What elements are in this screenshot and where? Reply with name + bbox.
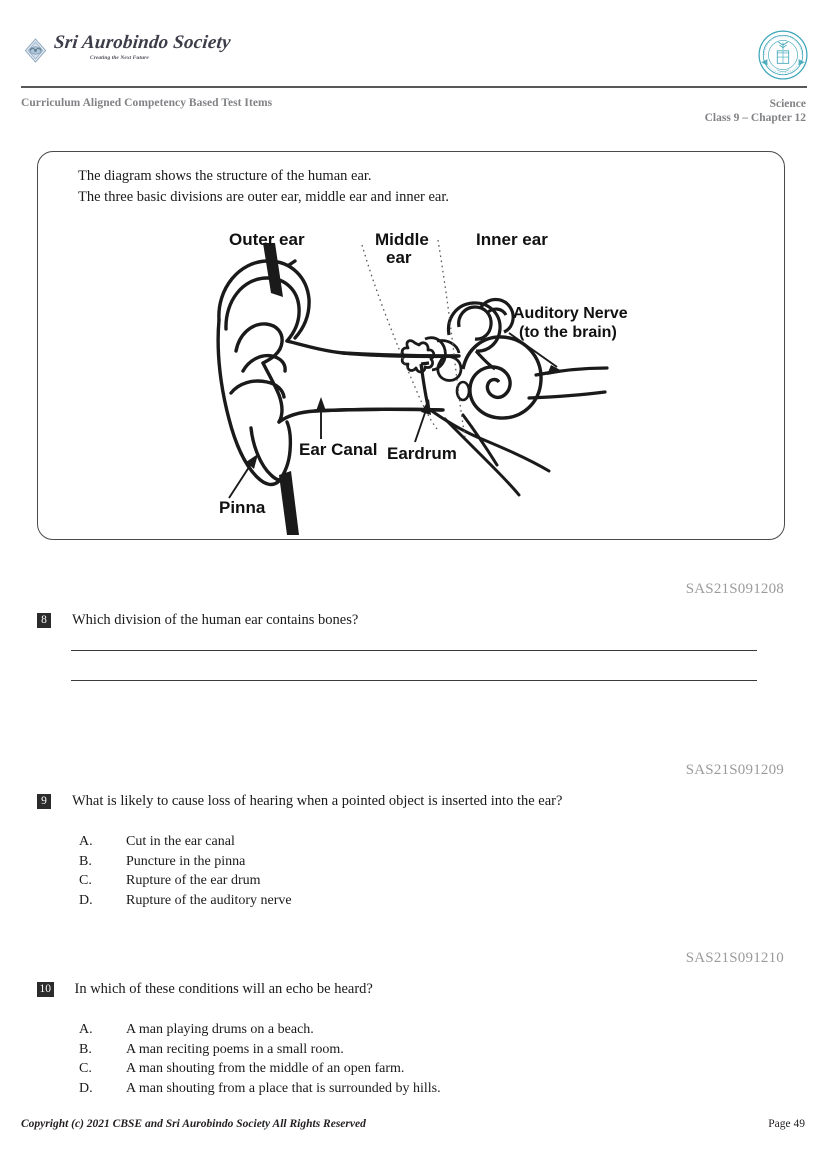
footer-page-number: Page 49	[768, 1118, 805, 1130]
option-letter: D.	[79, 1080, 93, 1096]
option-letter: C.	[79, 1061, 92, 1077]
stimulus-box: The diagram shows the structure of the h…	[37, 151, 785, 540]
stimulus-line-2: The three basic divisions are outer ear,…	[78, 189, 450, 205]
header-subject: Science	[769, 98, 806, 110]
lotus-diamond-emblem-icon	[24, 38, 47, 63]
figure-label-inner-ear: Inner ear	[476, 230, 548, 249]
page-header: Sri Aurobindo Society Creating the Next …	[0, 0, 827, 140]
options-list-10: A. A man playing drums on a beach. B. A …	[79, 1020, 441, 1098]
figure-label-eardrum: Eardrum	[387, 444, 457, 463]
answer-lines-8[interactable]	[71, 650, 757, 710]
question-row-8: 8 Which division of the human ear contai…	[37, 611, 358, 630]
option-letter: C.	[79, 873, 92, 889]
question-text-10: In which of these conditions will an ech…	[74, 981, 373, 997]
page-footer: Copyright (c) 2021 CBSE and Sri Aurobind…	[0, 1118, 827, 1142]
option-row[interactable]: B. Puncture in the pinna	[79, 852, 292, 872]
answer-line[interactable]	[71, 680, 757, 682]
cbse-circular-seal-icon	[758, 30, 808, 80]
header-program-label: Curriculum Aligned Competency Based Test…	[21, 97, 273, 109]
option-row[interactable]: D. A man shouting from a place that is s…	[79, 1079, 441, 1099]
question-code-9: SAS21S091209	[685, 762, 784, 778]
header-subject-block: Science Class 9 – Chapter 12	[705, 97, 806, 125]
option-text: Rupture of the ear drum	[126, 873, 261, 889]
figure-label-auditory-nerve-1: Auditory Nerve	[513, 305, 628, 322]
footer-copyright: Copyright (c) 2021 CBSE and Sri Aurobind…	[21, 1118, 366, 1130]
question-row-9: 9 What is likely to cause loss of hearin…	[37, 792, 562, 811]
figure-label-outer-ear: Outer ear	[229, 230, 305, 249]
option-row[interactable]: A. A man playing drums on a beach.	[79, 1020, 441, 1040]
header-class-chapter: Class 9 – Chapter 12	[704, 112, 806, 124]
option-row[interactable]: C. Rupture of the ear drum	[79, 871, 292, 891]
header-divider-rule	[21, 86, 807, 88]
question-text-8: Which division of the human ear contains…	[72, 612, 359, 628]
figure-label-pinna: Pinna	[219, 498, 266, 517]
question-number-badge-8: 8	[37, 613, 51, 628]
option-text: Rupture of the auditory nerve	[126, 892, 292, 908]
figure-label-middle-ear-1: Middle	[375, 230, 429, 249]
question-number-badge-10: 10	[37, 982, 54, 997]
stimulus-text: The diagram shows the structure of the h…	[78, 166, 449, 208]
options-list-9: A. Cut in the ear canal B. Puncture in t…	[79, 832, 292, 910]
question-code-8: SAS21S091208	[685, 581, 784, 597]
question-number-badge-9: 9	[37, 794, 51, 809]
answer-line[interactable]	[71, 650, 757, 652]
ear-diagram-svg: Outer ear Middle ear Inner ear Auditory …	[216, 230, 628, 535]
question-text-9: What is likely to cause loss of hearing …	[72, 793, 563, 809]
option-row[interactable]: B. A man reciting poems in a small room.	[79, 1040, 441, 1060]
option-letter: B.	[79, 1041, 92, 1057]
sri-aurobindo-society-logo: Sri Aurobindo Society Creating the Next …	[22, 32, 232, 72]
society-tagline: Creating the Next Future	[90, 55, 149, 61]
option-row[interactable]: A. Cut in the ear canal	[79, 832, 292, 852]
figure-label-ear-canal: Ear Canal	[299, 440, 377, 459]
human-ear-structure-diagram: Outer ear Middle ear Inner ear Auditory …	[191, 223, 631, 535]
option-row[interactable]: C. A man shouting from the middle of an …	[79, 1059, 441, 1079]
option-text: A man shouting from a place that is surr…	[126, 1080, 441, 1096]
option-text: Cut in the ear canal	[126, 834, 235, 849]
option-letter: D.	[79, 892, 93, 908]
option-text: A man reciting poems in a small room.	[126, 1041, 344, 1057]
figure-label-auditory-nerve-2: (to the brain)	[519, 324, 617, 341]
figure-label-middle-ear-2: ear	[386, 248, 412, 267]
option-text: Puncture in the pinna	[126, 853, 246, 869]
option-letter: A.	[79, 1022, 93, 1037]
option-text: A man shouting from the middle of an ope…	[126, 1061, 405, 1077]
society-name: Sri Aurobindo Society	[52, 32, 232, 53]
option-letter: B.	[79, 853, 92, 869]
society-wordmark: Sri Aurobindo Society Creating the Next …	[53, 32, 232, 70]
option-text: A man playing drums on a beach.	[126, 1022, 314, 1037]
question-row-10: 10 In which of these conditions will an …	[37, 980, 373, 999]
option-letter: A.	[79, 834, 93, 849]
question-code-10: SAS21S091210	[685, 950, 784, 966]
stimulus-line-1: The diagram shows the structure of the h…	[78, 168, 372, 184]
option-row[interactable]: D. Rupture of the auditory nerve	[79, 891, 292, 911]
